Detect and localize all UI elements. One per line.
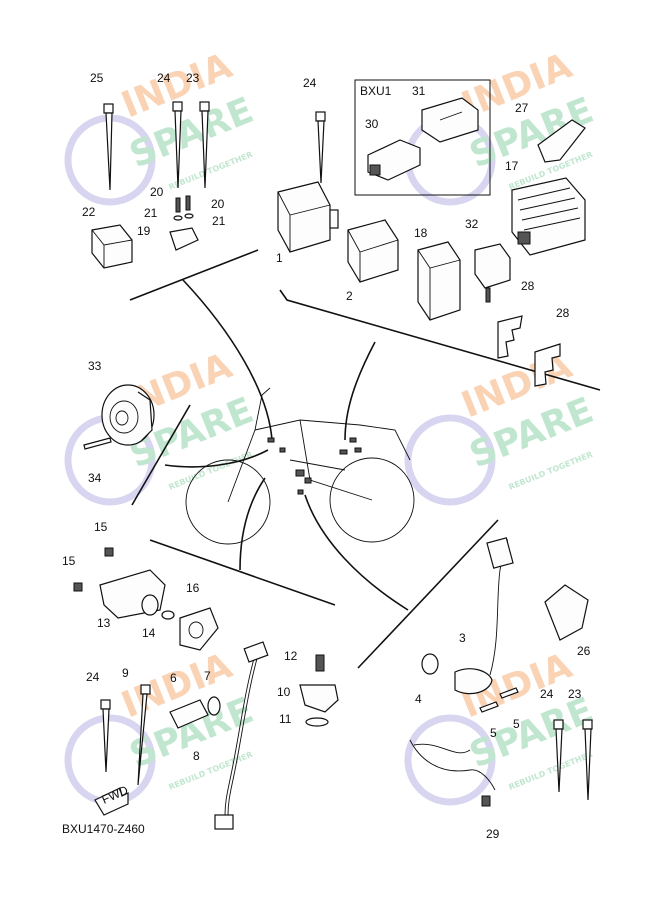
callout-13: 13 bbox=[97, 616, 111, 630]
callout-15: 15 bbox=[62, 554, 76, 568]
callout-3: 3 bbox=[459, 631, 466, 645]
callout-15: 15 bbox=[94, 520, 108, 534]
callout-24: 24 bbox=[303, 76, 317, 90]
callout-27: 27 bbox=[515, 101, 529, 115]
callout-17: 17 bbox=[505, 159, 519, 173]
callout-33: 33 bbox=[88, 359, 102, 373]
callout-2: 2 bbox=[346, 289, 353, 303]
callout-25: 25 bbox=[90, 71, 104, 85]
callout-22: 22 bbox=[82, 205, 96, 219]
callout-19: 19 bbox=[137, 224, 151, 238]
bxu1-group-box: BXU1 bbox=[354, 79, 491, 196]
group-brackets bbox=[129, 249, 601, 669]
callout-5: 5 bbox=[513, 717, 520, 731]
callout-6: 6 bbox=[170, 671, 177, 685]
callout-21: 21 bbox=[212, 214, 226, 228]
cable-tie-icons bbox=[100, 101, 593, 801]
callout-11: 11 bbox=[279, 712, 292, 726]
callout-32: 32 bbox=[465, 217, 479, 231]
callout-20: 20 bbox=[150, 185, 164, 199]
callout-30: 30 bbox=[365, 117, 379, 131]
callout-21: 21 bbox=[144, 206, 158, 220]
callout-20: 20 bbox=[211, 197, 225, 211]
callout-1: 1 bbox=[276, 251, 283, 265]
callout-5: 5 bbox=[490, 726, 497, 740]
callout-31: 31 bbox=[412, 84, 426, 98]
svg-text:BXU1: BXU1 bbox=[360, 84, 392, 98]
callout-8: 8 bbox=[193, 749, 200, 763]
callout-29: 29 bbox=[486, 827, 500, 841]
callout-28: 28 bbox=[556, 306, 570, 320]
watermark-top-left: INDIA SPARE REBUILD TOGETHER bbox=[64, 45, 259, 206]
callout-24: 24 bbox=[540, 687, 554, 701]
parts bbox=[73, 97, 589, 830]
callout-24: 24 bbox=[157, 71, 171, 85]
callout-34: 34 bbox=[88, 471, 102, 485]
callout-18: 18 bbox=[414, 226, 428, 240]
callout-24: 24 bbox=[86, 670, 100, 684]
callout-23: 23 bbox=[568, 687, 582, 701]
callout-9: 9 bbox=[122, 666, 129, 680]
leader-lines bbox=[164, 279, 409, 611]
callout-16: 16 bbox=[186, 581, 200, 595]
callout-10: 10 bbox=[277, 685, 291, 699]
callout-14: 14 bbox=[142, 626, 156, 640]
watermark-mid-right: INDIA SPARE REBUILD TOGETHER bbox=[404, 345, 599, 506]
callout-28: 28 bbox=[521, 279, 535, 293]
callout-4: 4 bbox=[415, 692, 422, 706]
callout-23: 23 bbox=[186, 71, 200, 85]
diagram-code: BXU1470-Z460 bbox=[62, 822, 145, 836]
callout-labels: 25 24 23 24 31 30 27 17 20 20 21 21 22 1… bbox=[62, 71, 591, 841]
motorcycle-outline bbox=[185, 387, 415, 545]
callout-26: 26 bbox=[577, 644, 591, 658]
callout-7: 7 bbox=[204, 669, 211, 683]
callout-12: 12 bbox=[284, 649, 298, 663]
